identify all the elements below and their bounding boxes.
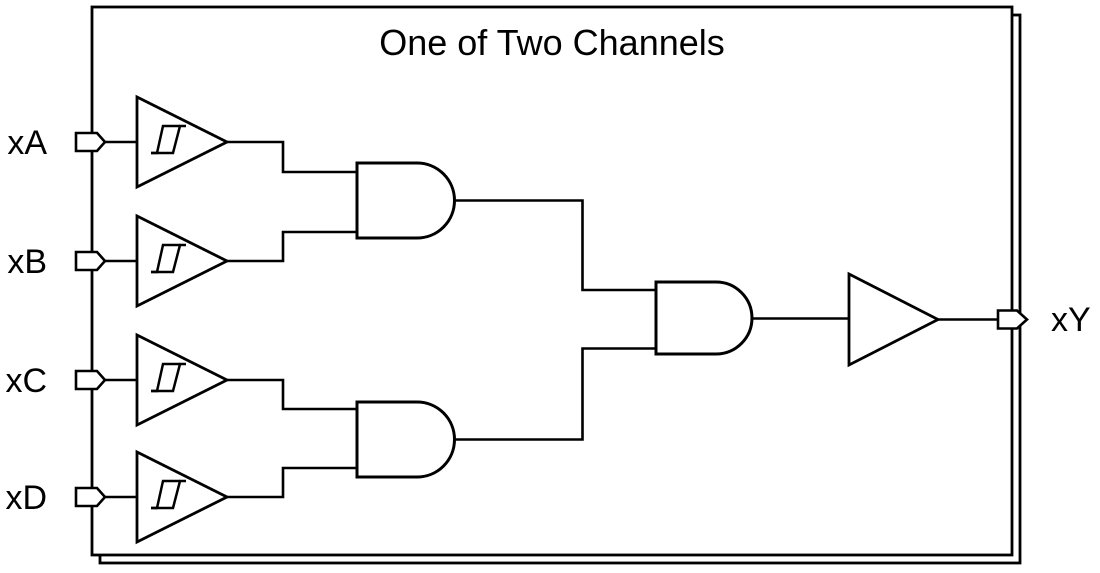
schmitt-buffer-xa bbox=[135, 94, 231, 190]
input-label-xa: xA bbox=[7, 124, 47, 162]
wire-xc-buffer-to-and-bottom bbox=[227, 378, 357, 411]
input-pin-xa bbox=[74, 131, 107, 153]
wire-and-top-to-and-output bbox=[454, 199, 656, 292]
input-label-xb: xB bbox=[7, 243, 47, 281]
hysteresis-icon bbox=[151, 362, 186, 393]
channel-1-box bbox=[90, 5, 1014, 557]
and-gate-output bbox=[654, 280, 754, 356]
input-pin-xc bbox=[74, 369, 107, 391]
schmitt-buffer-xd bbox=[135, 449, 231, 545]
buffer-triangle bbox=[135, 332, 231, 428]
wire-xd-buffer-to-and-bottom bbox=[227, 466, 357, 499]
wire-and-bottom-to-and-output bbox=[454, 347, 656, 441]
output-pin bbox=[996, 309, 1029, 330]
input-pin-xb bbox=[74, 250, 107, 272]
wire-xb-buffer-to-and-top bbox=[227, 230, 357, 263]
diagram-title: One of Two Channels bbox=[379, 22, 725, 63]
output-buffer-triangle bbox=[847, 271, 942, 368]
hysteresis-icon bbox=[151, 243, 186, 274]
input-label-xd: xD bbox=[5, 479, 47, 517]
hysteresis-icon bbox=[151, 479, 186, 510]
hysteresis-icon bbox=[151, 124, 186, 155]
input-pin-xd bbox=[74, 486, 107, 508]
and-gate-top bbox=[355, 161, 456, 240]
buffer-triangle bbox=[135, 94, 231, 190]
and-gate-bottom bbox=[355, 400, 456, 479]
schmitt-buffer-xc bbox=[135, 332, 231, 428]
buffer-triangle bbox=[135, 213, 231, 309]
buffer-triangle bbox=[135, 449, 231, 545]
wire-xa-buffer-to-and-top bbox=[227, 140, 357, 174]
output-label: xY bbox=[1051, 301, 1091, 339]
schmitt-buffer-xb bbox=[135, 213, 231, 309]
input-label-xc: xC bbox=[5, 362, 47, 400]
